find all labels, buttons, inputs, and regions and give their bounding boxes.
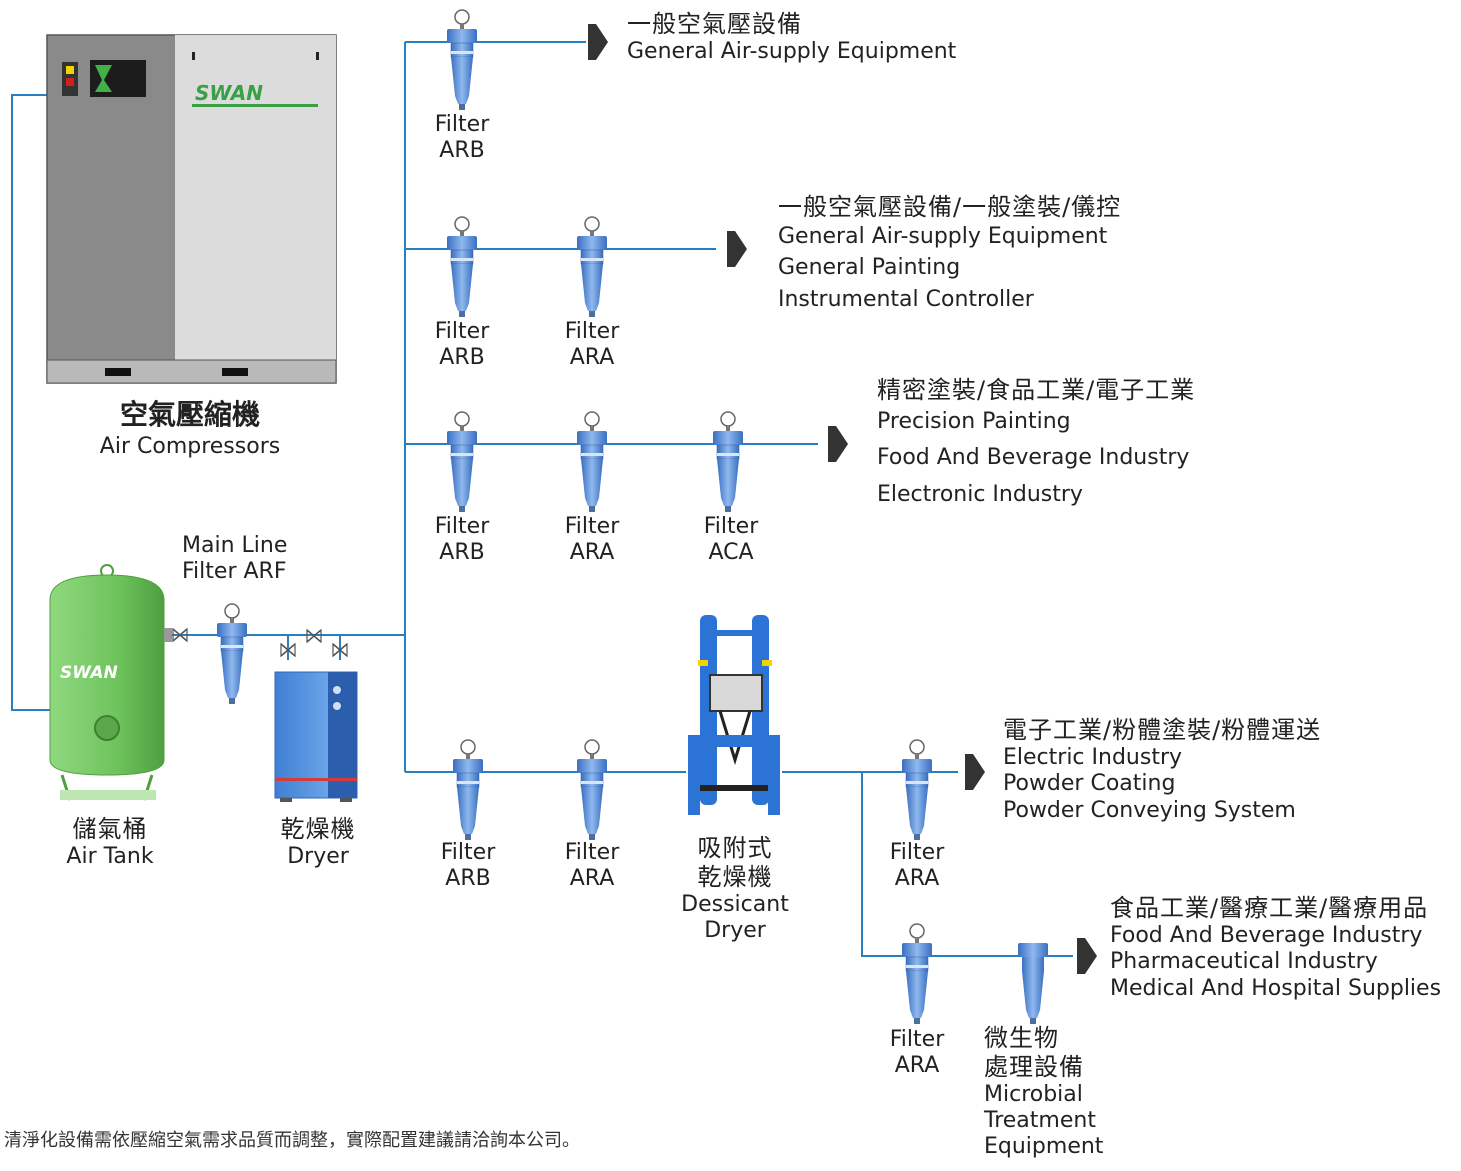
main-filter-line1: Main Line — [182, 533, 288, 558]
pipe-branch-5-drop — [861, 772, 1073, 957]
output-1-en-1: General Air-supply Equipment — [627, 38, 957, 64]
filters — [216, 9, 1048, 1025]
output-1-cn: 一般空氣壓設備 — [627, 10, 802, 38]
pipe-dryer-loop — [287, 636, 341, 660]
main-filter-label: Main Line Filter ARF — [182, 533, 287, 586]
filter-icon-b1-1 — [446, 9, 478, 111]
output-4: 電子工業/粉體塗裝/粉體運送 Electric Industry Powder … — [1003, 716, 1321, 824]
filter-icon-b6-1 — [901, 923, 933, 1025]
output-2-en-3: Instrumental Controller — [778, 286, 1034, 312]
filter-icon-b5-1 — [901, 739, 933, 841]
output-5-en-1: Food And Beverage Industry — [1110, 922, 1423, 948]
air-compressor: SWAN — [46, 34, 337, 384]
arrow-5 — [1077, 938, 1097, 974]
dryer-label-cn: 乾燥機 — [280, 815, 356, 843]
output-2: 一般空氣壓設備/一般塗裝/儀控 General Air-supply Equip… — [778, 193, 1121, 313]
output-4-en-1: Electric Industry — [1003, 744, 1183, 770]
compressor-title-en: Air Compressors — [99, 434, 281, 459]
microbial-label-en2: Treatment — [984, 1107, 1096, 1133]
filter-icon-b2-1 — [446, 216, 478, 318]
filter-icon-b4-2 — [576, 739, 608, 841]
microbial-label: 微生物 處理設備 Microbial Treatment Equipment — [984, 1024, 1103, 1161]
output-3: 精密塗裝/食品工業/電子工業 Precision Painting Food A… — [877, 376, 1195, 508]
filter-icon-b3-1 — [446, 411, 478, 513]
microbial-label-cn2: 處理設備 — [984, 1052, 1084, 1081]
arrow-1 — [588, 24, 608, 60]
compressor-brand-logo: SWAN — [195, 81, 263, 105]
main-filter-line2: Filter ARF — [182, 559, 287, 585]
output-2-cn: 一般空氣壓設備/一般塗裝/儀控 — [778, 193, 1122, 221]
arrow-3 — [828, 426, 848, 462]
output-3-en-3: Electronic Industry — [877, 481, 1083, 507]
output-5-en-2: Pharmaceutical Industry — [1110, 949, 1378, 975]
filter-icon-b2-2 — [576, 216, 608, 318]
output-1: 一般空氣壓設備 General Air-supply Equipment — [627, 10, 956, 65]
dryer-label-en: Dryer — [287, 843, 349, 869]
output-4-cn: 電子工業/粉體塗裝/粉體運送 — [1003, 716, 1322, 744]
footnote-cn: 清淨化設備需依壓縮空氣需求品質而調整，實際配置建議請洽詢本公司。 — [4, 1130, 580, 1151]
arrow-2 — [727, 231, 747, 267]
desiccant-dryer — [688, 615, 780, 815]
desiccant-label-en1: Dessicant — [681, 891, 789, 917]
output-2-en-2: General Painting — [778, 255, 961, 281]
tank-label-en: Air Tank — [66, 843, 154, 869]
air-tank: SWAN — [49, 564, 188, 801]
microbial-label-en3: Equipment — [984, 1134, 1104, 1160]
filter-icon-b3-2 — [576, 411, 608, 513]
main-line-filter-icon — [216, 603, 248, 705]
filter-icon-b3-3 — [712, 411, 744, 513]
refrigerated-dryer — [274, 629, 358, 802]
output-2-en-1: General Air-supply Equipment — [778, 223, 1108, 249]
tank-label-cn: 儲氣桶 — [72, 815, 148, 843]
output-3-en-1: Precision Painting — [877, 408, 1071, 434]
tank-brand-logo: SWAN — [60, 663, 118, 683]
compressor-title-cn: 空氣壓縮機 — [119, 398, 260, 431]
output-3-en-2: Food And Beverage Industry — [877, 445, 1190, 471]
dryer-label: 乾燥機 Dryer — [258, 815, 378, 870]
pipe-compressor-tank — [11, 94, 50, 711]
microbial-label-en1: Microbial — [984, 1081, 1083, 1107]
microbial-label-cn1: 微生物 — [984, 1024, 1059, 1052]
output-5-en-3: Medical And Hospital Supplies — [1110, 975, 1442, 1001]
desiccant-label-cn2: 乾燥機 — [697, 862, 773, 891]
tank-label: 儲氣桶 Air Tank — [50, 815, 170, 870]
filter-icon-b4-1 — [452, 739, 484, 841]
desiccant-label-cn1: 吸附式 — [697, 834, 773, 862]
microbial-unit-icon — [1018, 943, 1048, 1024]
arrow-4 — [965, 754, 985, 790]
output-3-cn: 精密塗裝/食品工業/電子工業 — [877, 376, 1196, 404]
output-4-en-3: Powder Conveying System — [1003, 797, 1296, 823]
output-5: 食品工業/醫療工業/醫療用品 Food And Beverage Industr… — [1110, 894, 1441, 1002]
desiccant-label: 吸附式 乾燥機 Dessicant Dryer — [670, 834, 800, 944]
output-4-en-2: Powder Coating — [1003, 771, 1176, 797]
desiccant-label-en2: Dryer — [704, 917, 766, 943]
output-5-cn: 食品工業/醫療工業/醫療用品 — [1110, 894, 1429, 922]
